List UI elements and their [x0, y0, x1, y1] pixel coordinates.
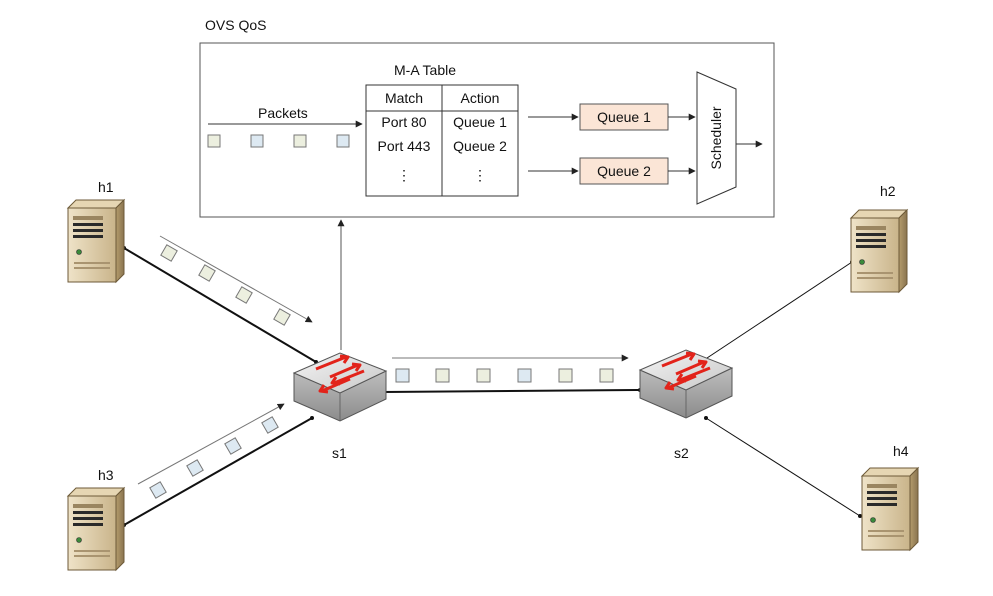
- queue-2-label: Queue 2: [597, 163, 651, 179]
- switch-icon: [638, 348, 734, 420]
- packet: [224, 437, 242, 455]
- ma-table: Match Action Port 80 Queue 1 Port 443 Qu…: [365, 84, 519, 197]
- packet: [599, 368, 614, 383]
- packet: [558, 368, 573, 383]
- host-h1-label: h1: [98, 179, 114, 195]
- packet: [149, 481, 167, 499]
- link-h1-s1: [123, 247, 317, 363]
- packet: [207, 134, 221, 148]
- table-cell: Queue 2: [453, 138, 507, 154]
- host-h2-label: h2: [880, 183, 896, 199]
- flow-h1-s1: [159, 235, 313, 326]
- packet: [476, 368, 491, 383]
- packet: [395, 368, 410, 383]
- scheduler-label: Scheduler: [708, 106, 724, 169]
- host-h3: h3: [67, 467, 125, 571]
- table-cell: Queue 1: [453, 114, 507, 130]
- table-cell: ⋮: [397, 167, 411, 183]
- queue-1-box: [579, 103, 669, 131]
- switch-s2: s2: [638, 348, 734, 461]
- flow-h3-s1: [137, 403, 285, 499]
- queue-1-label: Queue 1: [597, 109, 651, 125]
- packet: [198, 264, 216, 282]
- table-cell: Port 80: [381, 114, 426, 130]
- server-icon: [67, 199, 125, 283]
- qos-panel: OVS QoS M-A Table Packets Match Action P…: [199, 17, 775, 218]
- switch-s1-label: s1: [332, 445, 347, 461]
- packet: [235, 286, 253, 304]
- scheduler-block: [696, 71, 737, 205]
- host-h1: h1: [67, 179, 125, 283]
- server-icon: [67, 487, 125, 571]
- table-cell: ⋮: [473, 167, 487, 183]
- table-cell: Port 443: [378, 138, 431, 154]
- server-icon: [850, 209, 908, 293]
- link-s2-h4: [705, 417, 861, 517]
- packet: [435, 368, 450, 383]
- packet: [261, 416, 279, 434]
- ma-table-title: M-A Table: [394, 62, 456, 78]
- table-header-match: Match: [385, 90, 423, 106]
- server-icon: [861, 467, 919, 551]
- packet: [517, 368, 532, 383]
- qos-panel-title: OVS QoS: [205, 17, 266, 33]
- switch-icon: [292, 351, 388, 423]
- host-h2: h2: [850, 183, 908, 293]
- packets-label: Packets: [258, 105, 308, 121]
- host-h4: h4: [861, 443, 919, 551]
- packet: [160, 244, 178, 262]
- link-s2-h2: [703, 261, 853, 361]
- packet: [293, 134, 307, 148]
- packet: [273, 308, 291, 326]
- packet: [250, 134, 264, 148]
- link-h3-s1: [123, 417, 313, 526]
- switch-s1: s1: [292, 351, 388, 461]
- packet: [186, 459, 204, 477]
- table-header-action: Action: [461, 90, 500, 106]
- flow-s1-s2: [392, 354, 629, 383]
- switch-s2-label: s2: [674, 445, 689, 461]
- link-s1-s2: [383, 389, 641, 393]
- host-h4-label: h4: [893, 443, 909, 459]
- host-h3-label: h3: [98, 467, 114, 483]
- packet: [336, 134, 350, 148]
